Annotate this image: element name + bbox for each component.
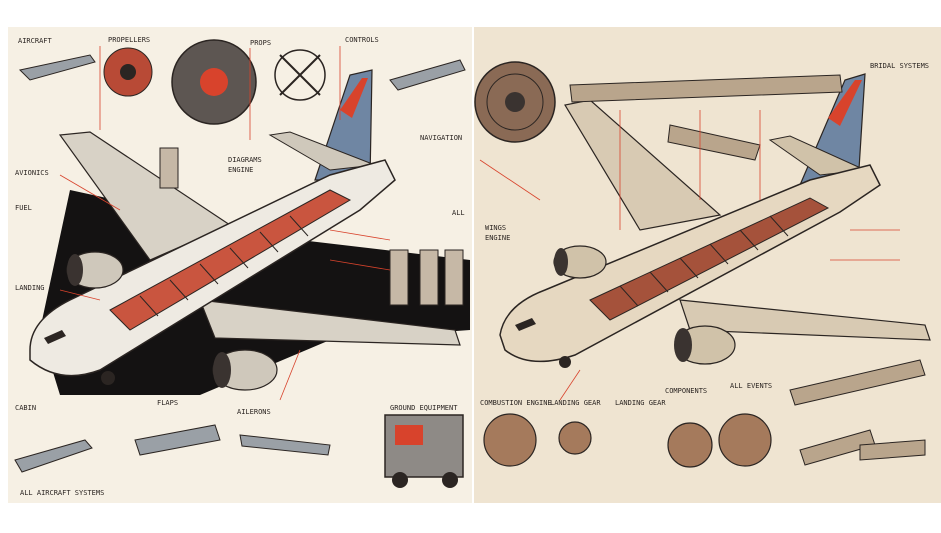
- right-top-plane: [569, 74, 843, 103]
- left-label-top-right: CONTROLS: [345, 36, 379, 44]
- left-airliner-group: [29, 69, 470, 395]
- right-bottom-plane: [789, 359, 926, 406]
- left-label-top-left: AIRCRAFT: [18, 37, 53, 45]
- right-label-mid-left2: ENGINE: [485, 234, 510, 242]
- right-airliner-engine-1-intake: [554, 248, 568, 276]
- left-label-top-center: PROPS: [250, 39, 271, 47]
- right-bottom-engine-2: [667, 422, 713, 468]
- right-label-bottom-right: ALL EVENTS: [730, 382, 772, 390]
- left-label-bottom-left: ALL AIRCRAFT SYSTEMS: [20, 489, 104, 497]
- small-plane-top-left: [18, 54, 96, 81]
- left-airliner-engine-2-intake: [213, 352, 231, 388]
- right-label-bottom-left: COMBUSTION ENGINE: [480, 399, 552, 407]
- small-plane-bottom-center: [134, 424, 221, 456]
- left-label-top-engines: PROPELLERS: [108, 36, 150, 44]
- right-bottom-plane-2: [859, 439, 926, 461]
- small-plane-bottom-mid: [239, 434, 331, 456]
- ground-service-truck-icon: [384, 414, 464, 488]
- right-airliner-engine-2-intake: [674, 328, 692, 362]
- right-airliner-cockpit-window: [515, 318, 536, 331]
- turbofan-fan-icon: [474, 61, 556, 143]
- left-label-right-edge2: NAVIGATION: [420, 134, 462, 142]
- right-label-top-right: BRIDAL SYSTEMS: [870, 62, 929, 70]
- right-callout-lines: [479, 110, 900, 401]
- left-airliner-engine-1-intake: [67, 254, 83, 286]
- left-label-side-4: CABIN: [15, 404, 36, 412]
- right-bottom-engine-3: [718, 413, 772, 467]
- left-label-bottom-center2: FLAPS: [157, 399, 178, 407]
- right-panel-small-objects: [569, 74, 926, 466]
- right-airliner-nose-gear: [559, 356, 571, 368]
- left-panel-small-aircraft: [14, 54, 466, 473]
- right-panel-labels: BRIDAL SYSTEMS COMBUSTION ENGINE LANDING…: [480, 62, 929, 407]
- left-label-side-1: AVIONICS: [15, 169, 49, 177]
- right-airliner-tail-stripe: [828, 80, 862, 126]
- left-callout-lines: [59, 46, 391, 401]
- left-label-section-mid2: ENGINE: [228, 166, 253, 174]
- right-bottom-engine-4: [558, 421, 592, 455]
- left-label-bottom-right: GROUND EQUIPMENT: [390, 404, 458, 412]
- small-plane-bottom-left: [14, 439, 93, 473]
- right-airliner-wing-lower: [679, 299, 931, 341]
- right-label-mid-left: WINGS: [485, 224, 506, 232]
- right-label-bottom-center: LANDING GEAR: [550, 399, 601, 407]
- left-component-racks: [159, 147, 464, 306]
- left-airliner-frames: [139, 215, 309, 317]
- left-label-bottom-center: AILERONS: [237, 408, 271, 416]
- left-airliner-wing-lower: [199, 299, 461, 346]
- right-mid-plane: [667, 124, 761, 161]
- right-bottom-engines: [483, 413, 772, 468]
- left-label-side-3: LANDING: [15, 284, 45, 292]
- right-airliner-cutaway: [589, 197, 830, 321]
- right-label-bottom-center2: LANDING GEAR: [615, 399, 666, 407]
- left-panel-labels: AIRCRAFT PROPELLERS PROPS CONTROLS DIAGR…: [15, 36, 465, 497]
- small-plane-top-right: [389, 59, 466, 91]
- left-airliner-cutaway: [109, 189, 352, 331]
- left-label-right-edge: ALL: [452, 209, 465, 217]
- right-label-mid-right: COMPONENTS: [665, 387, 707, 395]
- left-label-side-2: FUEL: [15, 204, 32, 212]
- left-label-section-mid: DIAGRAMS: [228, 156, 262, 164]
- right-airliner-group: [499, 73, 931, 368]
- left-radial-engine-icon: [103, 39, 326, 125]
- left-airliner-nose-gear: [101, 371, 115, 385]
- left-airliner-tail-stripe: [340, 78, 368, 118]
- left-airliner-cockpit-window: [44, 330, 66, 344]
- right-airliner-frames: [619, 215, 789, 307]
- right-bottom-engine-1: [483, 413, 537, 467]
